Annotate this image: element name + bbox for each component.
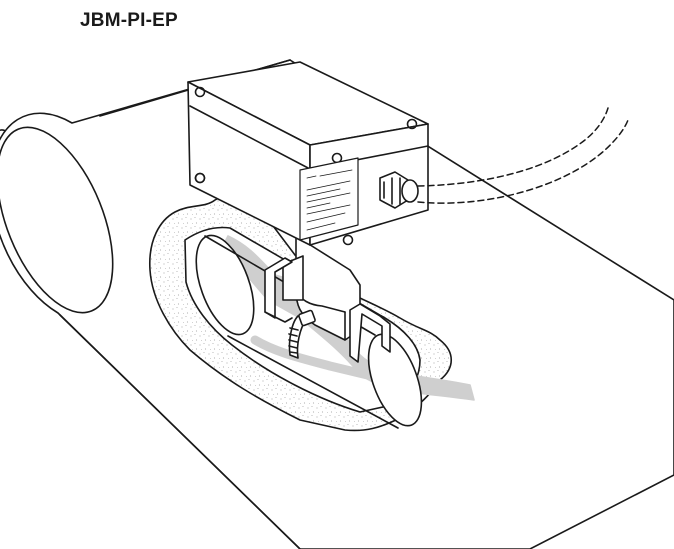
mounting-clip-left — [264, 257, 293, 323]
pipe-segment — [195, 234, 423, 429]
power-cable-dashed — [417, 107, 629, 204]
junction-box — [187, 61, 429, 246]
mounting-clip-right — [349, 303, 391, 363]
cable-gland — [379, 171, 419, 209]
product-title: JBM-PI-EP — [80, 10, 178, 31]
box-screw — [194, 172, 206, 184]
box-screw — [342, 234, 354, 246]
cable-tie — [288, 309, 316, 359]
